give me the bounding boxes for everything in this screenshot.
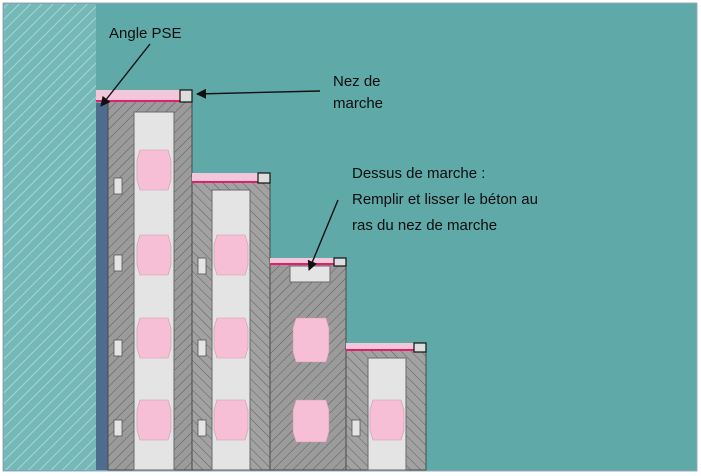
core-2a	[213, 234, 249, 276]
concrete-top-1	[96, 90, 180, 102]
concrete-top-2	[192, 173, 258, 183]
concrete-top-3	[270, 258, 334, 265]
nez-marche-3	[333, 257, 347, 267]
nez-marche-2	[257, 172, 271, 184]
step-1	[96, 89, 193, 471]
core-2b	[213, 317, 249, 359]
core-3a	[292, 317, 330, 363]
concrete-top-4	[346, 343, 414, 351]
arrow-dessus-marche	[307, 199, 339, 271]
label-nez-line2: marche	[333, 95, 383, 112]
nez-marche-1	[179, 89, 193, 103]
core-1d	[136, 399, 172, 441]
step-3	[269, 257, 347, 471]
label-dessus-line2: Remplir et lisser le béton au	[352, 191, 538, 208]
core-1c	[136, 317, 172, 359]
core-2c	[213, 399, 249, 441]
label-nez-line1: Nez de	[333, 73, 381, 90]
label-dessus-line3: ras du nez de marche	[352, 217, 497, 234]
arrow-nez-marche	[196, 88, 321, 99]
core-1a	[136, 149, 172, 191]
arrow-angle-pse	[100, 43, 151, 107]
core-3b	[292, 399, 330, 443]
step-4	[345, 342, 427, 471]
pse-angle	[96, 103, 108, 470]
step-2	[191, 172, 271, 471]
label-dessus-line1: Dessus de marche :	[352, 165, 485, 182]
wall-hatched	[4, 4, 96, 470]
label-angle-pse: Angle PSE	[109, 25, 182, 42]
core-1b	[136, 234, 172, 276]
core-4a	[369, 399, 405, 441]
nez-marche-4	[413, 342, 427, 353]
